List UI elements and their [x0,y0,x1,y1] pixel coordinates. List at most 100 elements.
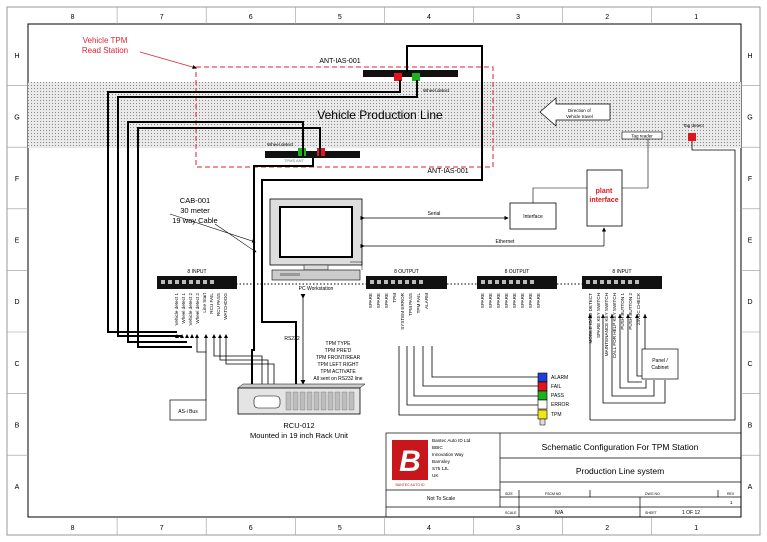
beacon-label: ALARM [551,375,568,381]
column-marker: 5 [338,14,342,21]
output2-channel-label: SPARE [488,293,493,308]
tpm-command-line: TPM TYPE [326,341,352,347]
pc-workstation-icon [269,198,363,281]
output1-channel-label: TPM [392,293,397,303]
output1-channel-label: SYSTEM ERROR [400,292,405,329]
row-marker: B [748,422,753,429]
serial-label: Serial [428,211,441,217]
workstation-label: PC Workstation [299,286,334,292]
sheet-value: 1 OF 12 [682,510,700,516]
logo-text: BANTEC AUTO ID [395,483,425,487]
output1-channel-label: SPARE [376,293,381,308]
panel-label-2: Cabinet [651,365,669,371]
row-marker: E [15,238,20,245]
row-marker: H [14,53,19,60]
column-marker: 8 [71,525,75,532]
column-marker: 4 [427,525,431,532]
rev-value: 1 [730,500,733,505]
drawing-title: Schematic Configuration For TPM Station [542,442,699,452]
input2-channel-label: MAINTENANCE KEY SWITCH [604,293,609,356]
panel-cabinet-box [641,348,679,380]
output1-channel-label: TPM FAIL [416,293,421,314]
column-marker: 4 [427,14,431,21]
interface-label: Interface [523,214,543,220]
company-line: S75 1JL [432,466,449,471]
column-marker: 3 [516,525,520,532]
cab-label-1: CAB-001 [180,196,210,205]
row-marker: C [747,361,752,368]
interface-box [509,202,557,230]
rev-label: REV [727,492,735,496]
size-label: SIZE [505,492,513,496]
row-marker: D [747,299,752,306]
input2-channel-label: PUSH BUTTON 2 [628,293,633,330]
tag-reader-box [621,131,663,140]
company-line: UK [432,473,439,478]
antenna-top [363,70,458,77]
input1-title: 8 INPUT [187,269,206,275]
beacon-tpm [537,409,548,420]
cab-pointer-1 [169,213,256,243]
drawing-subtitle: Production Line system [576,466,664,476]
output1-channel-label: SPARE [384,293,389,308]
row-marker: C [14,361,19,368]
beacon-error [537,399,548,410]
beacon-alarm [537,372,548,383]
output1-wiring [398,346,538,416]
tpm-command-line: TPM FRONT/REAR [316,355,361,361]
input2-title: 8 INPUT [612,269,631,275]
company-line: BBIC [432,445,443,450]
input2-channel-label: 24VDC CHECK [636,292,641,325]
antenna-bottom [265,151,360,158]
input1-channel-label: WATCHDOG [223,293,228,320]
input1-channel-label: Line Start [202,292,207,312]
column-marker: 6 [249,525,253,532]
input1-channel-label: Wheel detect 1 [181,293,186,324]
dwg-label: DWG NO [645,492,660,496]
scale-value: N/A [555,510,564,516]
company-line: Barnsley [432,459,451,464]
row-marker: A [15,484,20,491]
beacon-label: PASS [551,393,565,399]
input1-channel-label: Vehicle detect 2 [188,293,193,326]
tpm-command-line: All sent on RS232 line [313,376,362,382]
output2-channel-label: SPARE [520,293,525,308]
direction-label-2: Vehicle travel [566,114,593,119]
sheet-label: SHEET [645,511,658,515]
row-marker: B [15,422,20,429]
output1-channel-label: SPARE [368,293,373,308]
production-line-label: Vehicle Production Line [317,108,443,122]
row-marker: E [748,238,753,245]
cab-label-2: 30 meter [180,206,210,215]
company-line: Innovation Way [432,452,464,457]
company-line: Bantec Auto ID Ltd [432,438,471,443]
tag-reader-label: Tag reader [631,134,653,139]
beacon-label: ERROR [551,402,569,408]
rcu-label-1: RCU-012 [283,421,314,430]
read-station-box [195,66,494,168]
column-marker: 1 [694,525,698,532]
tag-detect-label: Tag detect [683,123,705,128]
read-station-label-2: Read Station [82,46,128,55]
cab-label-3: 19 way Cable [172,216,217,225]
output2-channel-label: SPARE [480,293,485,308]
antenna-top-led-red [394,73,402,81]
beacon-label: TPM [551,412,562,418]
rs232-label: RS232 [284,336,300,342]
tpms-small-label: TPMS ANT [284,158,305,163]
input2-channel-label: MOBILE ID/SD DETECT [588,293,593,344]
row-marker: G [747,114,752,121]
svg-text:B: B [399,445,421,478]
column-marker: 8 [71,14,75,21]
row-marker: F [15,176,19,183]
output1-channel-label: TPM PASS [408,293,413,316]
plant-label-1: plant [596,188,613,195]
tpm-command-line: TPM PRE'D [325,348,352,354]
title-block [385,432,742,518]
ethernet-label: Ethernet [496,239,516,245]
input2-channel-label: PUSH BUTTON 1 [620,293,625,330]
